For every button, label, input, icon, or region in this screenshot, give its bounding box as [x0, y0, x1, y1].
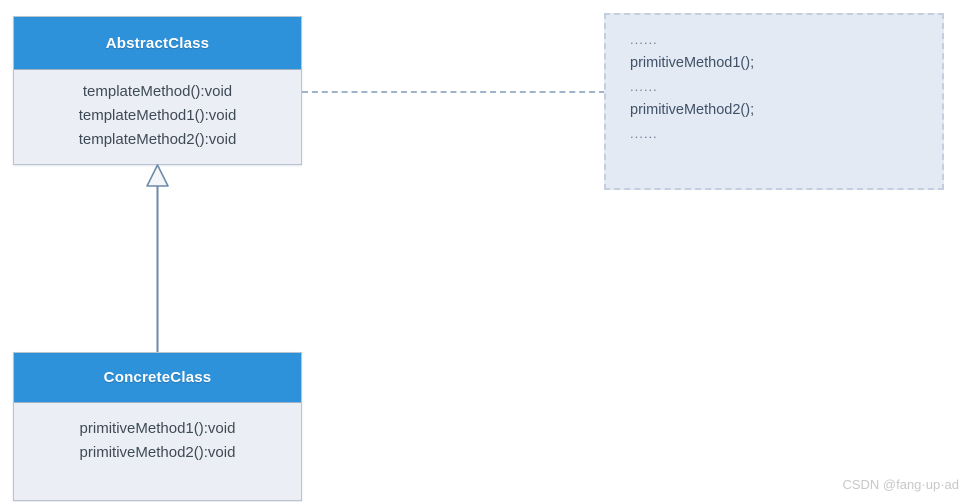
uml-class-abstractclass-title: AbstractClass: [14, 17, 301, 70]
uml-class-abstractclass-members: templateMethod():void templateMethod1():…: [14, 70, 301, 164]
uml-member: templateMethod1():void: [78, 107, 237, 124]
uml-class-concreteclass-members: primitiveMethod1():void primitiveMethod2…: [14, 403, 301, 500]
note-ellipsis: ......: [630, 32, 658, 47]
uml-member: templateMethod2():void: [78, 131, 237, 148]
uml-class-abstractclass[interactable]: AbstractClass templateMethod():void temp…: [13, 16, 302, 165]
uml-member: primitiveMethod2():void: [79, 444, 236, 461]
uml-class-concreteclass[interactable]: ConcreteClass primitiveMethod1():void pr…: [13, 352, 302, 501]
note-dashed-link: [302, 91, 605, 95]
generalization-arrow-icon: [146, 164, 169, 356]
note-line: primitiveMethod1();: [630, 55, 755, 71]
uml-member: primitiveMethod1():void: [79, 420, 236, 437]
watermark: CSDN @fang·up·ad: [842, 477, 959, 492]
uml-note-box[interactable]: ...... primitiveMethod1(); ...... primit…: [604, 13, 944, 190]
uml-class-concreteclass-title: ConcreteClass: [14, 353, 301, 403]
note-ellipsis: ......: [630, 126, 658, 141]
note-line: primitiveMethod2();: [630, 102, 755, 118]
uml-member: templateMethod():void: [82, 83, 233, 100]
note-ellipsis: ......: [630, 79, 658, 94]
